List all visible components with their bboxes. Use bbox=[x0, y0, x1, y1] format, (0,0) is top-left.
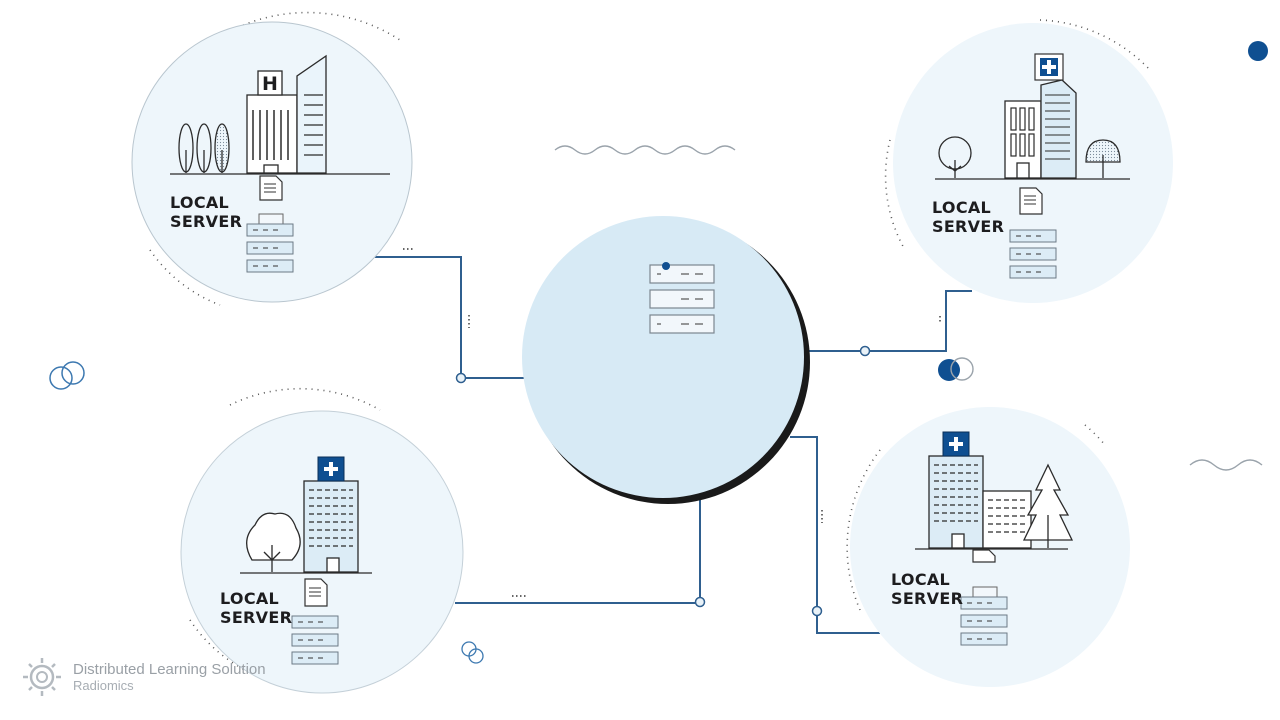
label-line: SERVER bbox=[170, 212, 243, 231]
node-label-top-right: LOCAL SERVER bbox=[932, 198, 1004, 236]
node-label-bottom-right: LOCAL SERVER bbox=[891, 570, 963, 608]
document-icon bbox=[259, 175, 283, 201]
label-line: LOCAL bbox=[891, 570, 951, 589]
virus-gear-icon bbox=[23, 658, 61, 696]
connector-endpoint bbox=[455, 345, 871, 617]
local-server-icon bbox=[1009, 229, 1057, 279]
central-hub bbox=[522, 216, 810, 504]
label-line: LOCAL bbox=[170, 193, 230, 212]
node-bottom-right bbox=[850, 407, 1130, 687]
hospital-building-icon bbox=[170, 54, 390, 175]
node-label-top-left: LOCAL SERVER bbox=[170, 193, 242, 231]
server-stack-icon bbox=[649, 262, 715, 334]
hospital-building-icon bbox=[240, 480, 372, 574]
ring-decoration bbox=[950, 357, 974, 381]
ring-decoration bbox=[49, 361, 85, 390]
medical-plus-icon bbox=[942, 431, 970, 457]
connector-dashes bbox=[403, 248, 941, 597]
document-icon bbox=[972, 549, 996, 563]
local-server-icon bbox=[246, 213, 294, 273]
wave-decoration bbox=[554, 145, 736, 155]
label-line: LOCAL bbox=[220, 589, 280, 608]
node-top-right bbox=[893, 23, 1173, 303]
node-label-bottom-left: LOCAL SERVER bbox=[220, 589, 292, 627]
label-line: SERVER bbox=[932, 217, 1005, 236]
document-icon bbox=[304, 578, 328, 607]
local-server-icon bbox=[960, 586, 1008, 646]
hospital-building-icon bbox=[935, 79, 1130, 180]
hospital-building-icon bbox=[915, 455, 1074, 550]
node-top-left: H bbox=[131, 21, 413, 303]
medical-plus-icon bbox=[317, 456, 345, 482]
document-icon bbox=[1019, 187, 1043, 215]
accent-dot bbox=[938, 359, 960, 381]
wave-decoration bbox=[1189, 459, 1263, 471]
label-line: SERVER bbox=[220, 608, 293, 627]
label-line: LOCAL bbox=[932, 198, 992, 217]
accent-dot bbox=[1248, 41, 1268, 61]
brand: Distributed Learning Solution Radiomics bbox=[73, 661, 266, 694]
label-line: SERVER bbox=[891, 589, 964, 608]
medical-cross-icon bbox=[1034, 53, 1064, 81]
hospital-h-icon: H bbox=[262, 73, 278, 95]
local-server-icon bbox=[291, 615, 339, 665]
ring-decoration bbox=[461, 641, 484, 664]
brand-subtitle: Radiomics bbox=[73, 678, 134, 693]
node-bottom-left bbox=[180, 410, 464, 694]
brand-name: Distributed Learning Solution bbox=[73, 661, 266, 678]
